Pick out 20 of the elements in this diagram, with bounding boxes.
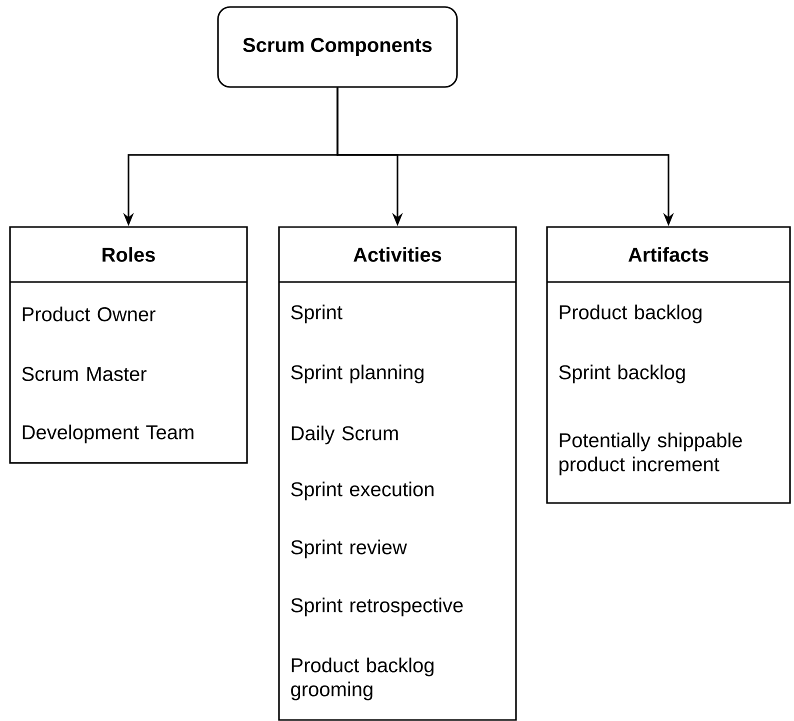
list-header: Roles [102, 247, 155, 262]
list-item: Sprint review [291, 540, 407, 558]
list-box [278, 226, 517, 721]
list-header: Activities [354, 247, 442, 262]
list-item: Daily Scrum [292, 426, 398, 444]
list-box [546, 226, 791, 504]
list-item: Product backlog [560, 304, 702, 324]
list-item: Potentially shippable product increment [560, 432, 742, 476]
list-item: Scrum Master [22, 366, 146, 382]
list-header: Artifacts [628, 247, 708, 262]
list-item: Sprint backlog [559, 364, 685, 384]
title-box: Scrum Components [217, 6, 458, 88]
list-item: Product Owner [22, 306, 156, 322]
list-item: Sprint execution [291, 482, 434, 500]
list-item: Sprint [291, 304, 342, 324]
list-item: Product backlog grooming [291, 658, 434, 700]
list-box [9, 226, 248, 464]
list-item: Sprint retrospective [291, 598, 463, 616]
list-item: Development Team [22, 424, 194, 444]
list-item: Sprint planning [291, 364, 424, 384]
